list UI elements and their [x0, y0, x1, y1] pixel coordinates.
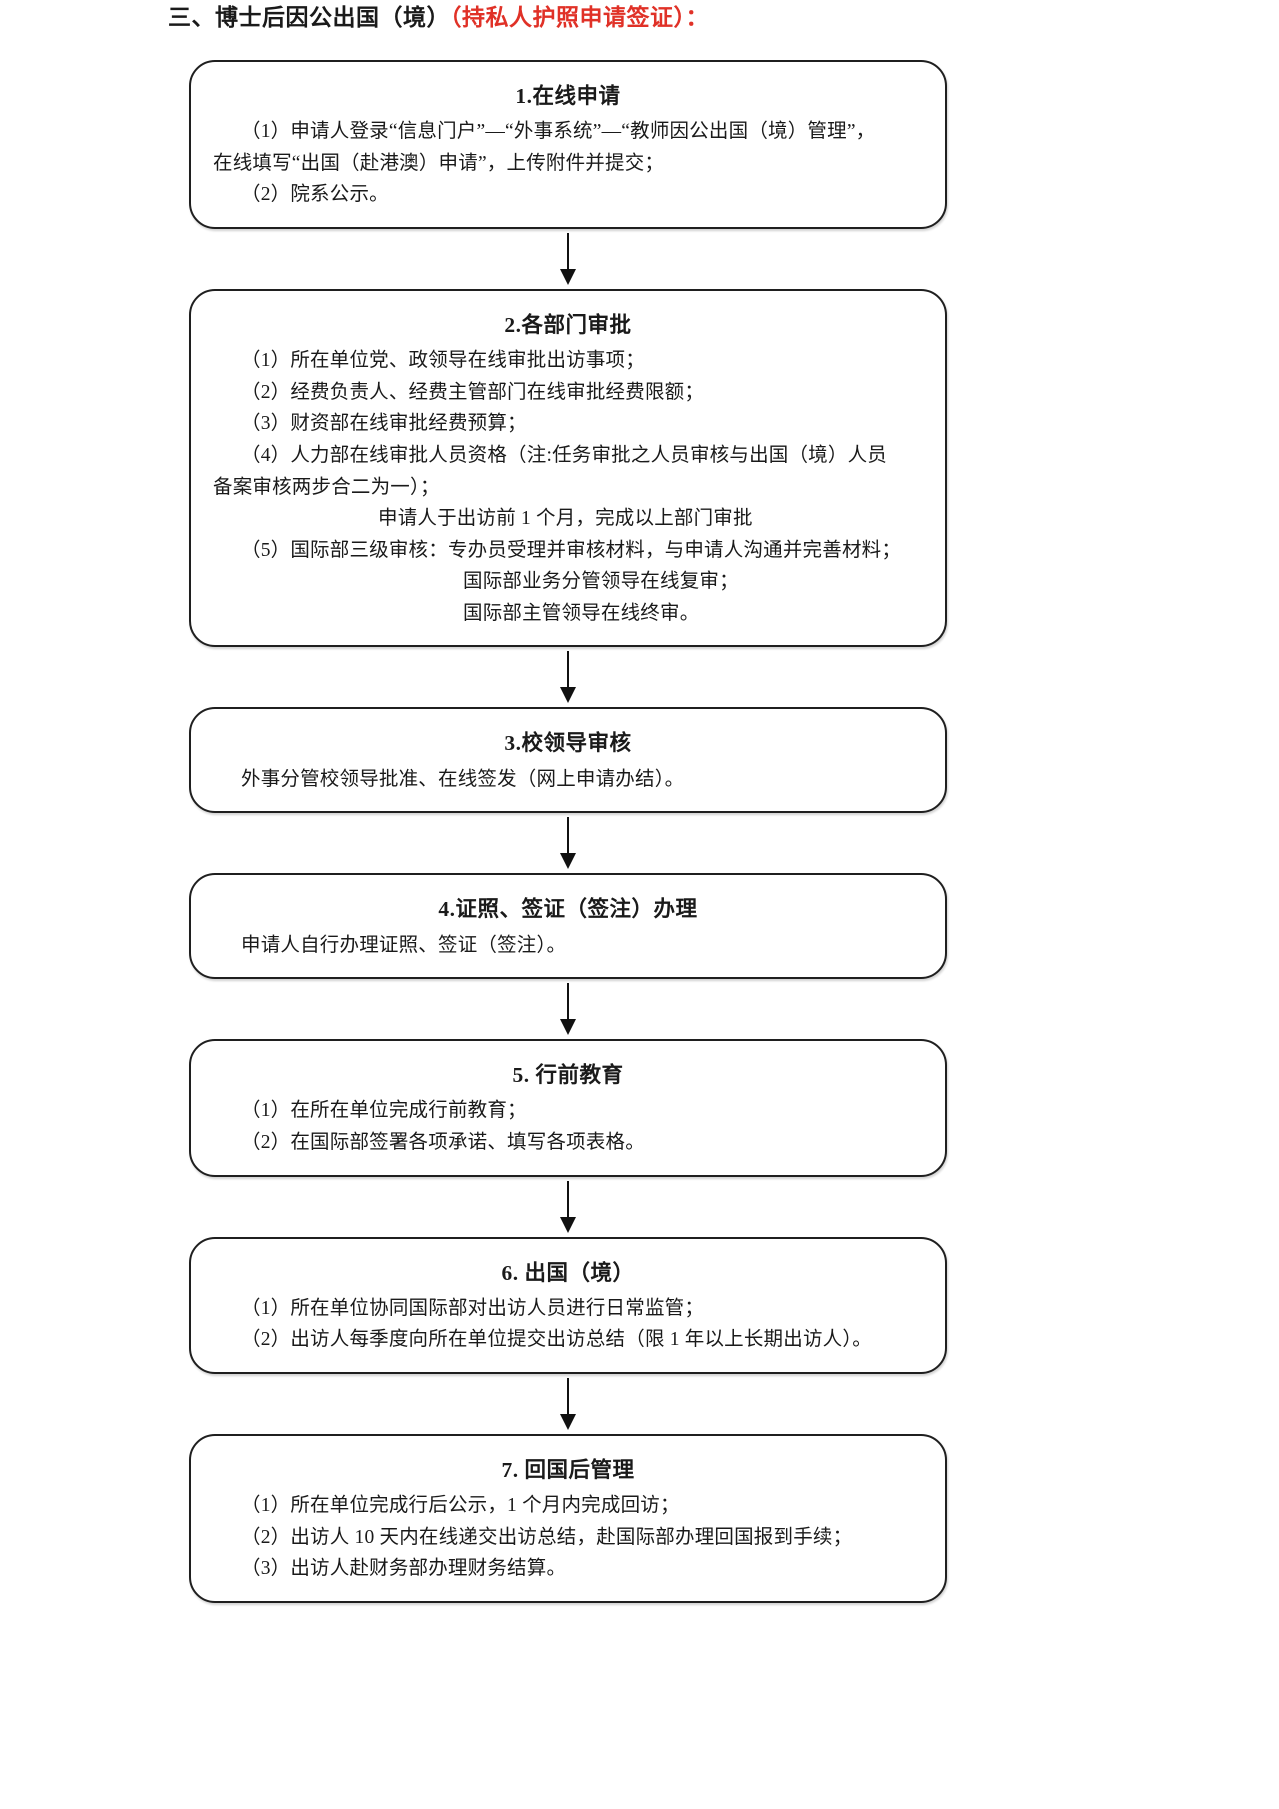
- flow-node-line: （2）出访人 10 天内在线递交出访总结，赴国际部办理回国报到手续；: [241, 1526, 853, 1548]
- flow-connector-6: [189, 1374, 947, 1434]
- page-title-accent: （持私人护照申请签证）：: [450, 5, 709, 30]
- flow-node-line: 在线填写“出国（赴港澳）申请”，上传附件并提交；: [213, 152, 665, 174]
- flow-node-4: 4.证照、签证（签注）办理申请人自行办理证照、签证（签注）。: [189, 873, 947, 980]
- connector-line: [567, 651, 569, 692]
- flow-connector-5: [189, 1177, 947, 1237]
- flow-node-line: 外事分管校领导批准、在线签发（网上申请办结）。: [241, 768, 685, 790]
- flow-node-title: 3.校领导审核: [504, 731, 632, 756]
- down-arrow-icon: [560, 1019, 576, 1036]
- flow-node-line: （2）出访人每季度向所在单位提交出访总结（限 1 年以上长期出访人）。: [241, 1329, 873, 1351]
- page-title-plain: 三、博士后因公出国（境）: [168, 5, 450, 30]
- connector-line: [567, 1180, 569, 1221]
- connector-line: [567, 1377, 569, 1418]
- flow-node-body: （1）申请人登录“信息门户”—“外事系统”—“教师因公出国（境）管理”， 在线填写…: [213, 116, 923, 211]
- flow-node-line: 申请人于出访前 1 个月，完成以上部门审批: [378, 508, 753, 530]
- flow-node-title: 1.在线申请: [515, 84, 621, 108]
- flow-node-line: （2）院系公示。: [241, 184, 389, 206]
- flow-node-body: 外事分管校领导批准、在线签发（网上申请办结）。: [213, 764, 923, 796]
- down-arrow-icon: [560, 853, 576, 870]
- flow-connector-2: [189, 647, 947, 707]
- page-title: 三、博士后因公出国（境）（持私人护照申请签证）：: [168, 2, 709, 34]
- flow-node-line: （3）出访人赴财务部办理财务结算。: [241, 1558, 567, 1580]
- flow-node-body: 申请人自行办理证照、签证（签注）。: [213, 930, 923, 962]
- flow-node-line: （1）所在单位党、政领导在线审批出访事项；: [241, 350, 645, 372]
- flow-node-6: 6. 出国（境） （1）所在单位协同国际部对出访人员进行日常监管； （2）出访人每季…: [189, 1236, 947, 1374]
- flow-node-title: 5. 行前教育: [512, 1063, 624, 1088]
- flow-node-line: （2）在国际部签署各项承诺、填写各项表格。: [241, 1131, 645, 1153]
- flow-node-title: 4.证照、签证（签注）办理: [438, 897, 698, 922]
- flow-node-line: （5）国际部三级审核：专办员受理并审核材料，与申请人沟通并完善材料；: [241, 539, 902, 561]
- down-arrow-icon: [560, 1216, 576, 1233]
- flow-node-5: 5. 行前教育 （1）在所在单位完成行前教育； （2）在国际部签署各项承诺、填写各项…: [189, 1039, 947, 1177]
- flow-node-title: 6. 出国（境）: [501, 1260, 635, 1285]
- connector-line: [567, 817, 569, 858]
- flow-node-line: （1）在所在单位完成行前教育；: [241, 1100, 527, 1122]
- flow-node-line: （4）人力部在线审批人员资格（注:任务审批之人员审核与出国（境）人员: [241, 444, 887, 466]
- flow-node-line: （1）所在单位协同国际部对出访人员进行日常监管；: [241, 1297, 705, 1319]
- down-arrow-icon: [560, 687, 576, 704]
- flow-node-title: 7. 回国后管理: [501, 1457, 635, 1482]
- flow-node-line: （1）所在单位完成行后公示，1 个月内完成回访；: [241, 1495, 680, 1517]
- flow-node-line: 国际部主管领导在线终审。: [463, 602, 700, 624]
- flow-connector-4: [189, 979, 947, 1039]
- connector-line: [567, 232, 569, 273]
- flow-node-1: 1.在线申请 （1）申请人登录“信息门户”—“外事系统”—“教师因公出国（境）管理…: [189, 60, 947, 229]
- flow-node-2: 2.各部门审批 （1）所在单位党、政领导在线审批出访事项； （2）经费负责人、经费主…: [189, 288, 947, 648]
- flow-node-title: 2.各部门审批: [504, 312, 632, 337]
- connector-line: [567, 983, 569, 1024]
- flow-node-line: （1）申请人登录“信息门户”—“外事系统”—“教师因公出国（境）管理”，: [241, 121, 876, 143]
- flow-node-body: （1）所在单位党、政领导在线审批出访事项； （2）经费负责人、经费主管部门在线审批…: [213, 345, 923, 629]
- flow-node-line: 申请人自行办理证照、签证（签注）。: [241, 934, 567, 956]
- flow-node-7: 7. 回国后管理 （1）所在单位完成行后公示，1 个月内完成回访； （2）出访人 1…: [189, 1433, 947, 1603]
- flow-node-line: 国际部业务分管领导在线复审；: [463, 571, 739, 593]
- flowchart: 1.在线申请 （1）申请人登录“信息门户”—“外事系统”—“教师因公出国（境）管理…: [189, 60, 947, 1603]
- flow-node-body: （1）在所在单位完成行前教育； （2）在国际部签署各项承诺、填写各项表格。: [213, 1095, 923, 1158]
- flow-node-line: （2）经费负责人、经费主管部门在线审批经费限额；: [241, 381, 705, 403]
- flow-node-line: （3）财资部在线审批经费预算；: [241, 413, 527, 435]
- flow-connector-1: [189, 229, 947, 289]
- flow-node-body: （1）所在单位协同国际部对出访人员进行日常监管； （2）出访人每季度向所在单位提交…: [213, 1293, 923, 1356]
- flow-node-line: 备案审核两步合二为一）；: [213, 476, 440, 498]
- down-arrow-icon: [560, 1413, 576, 1430]
- down-arrow-icon: [560, 268, 576, 285]
- flow-node-body: （1）所在单位完成行后公示，1 个月内完成回访； （2）出访人 10 天内在线递交…: [213, 1490, 923, 1585]
- flow-node-3: 3.校领导审核外事分管校领导批准、在线签发（网上申请办结）。: [189, 707, 947, 814]
- flow-connector-3: [189, 813, 947, 873]
